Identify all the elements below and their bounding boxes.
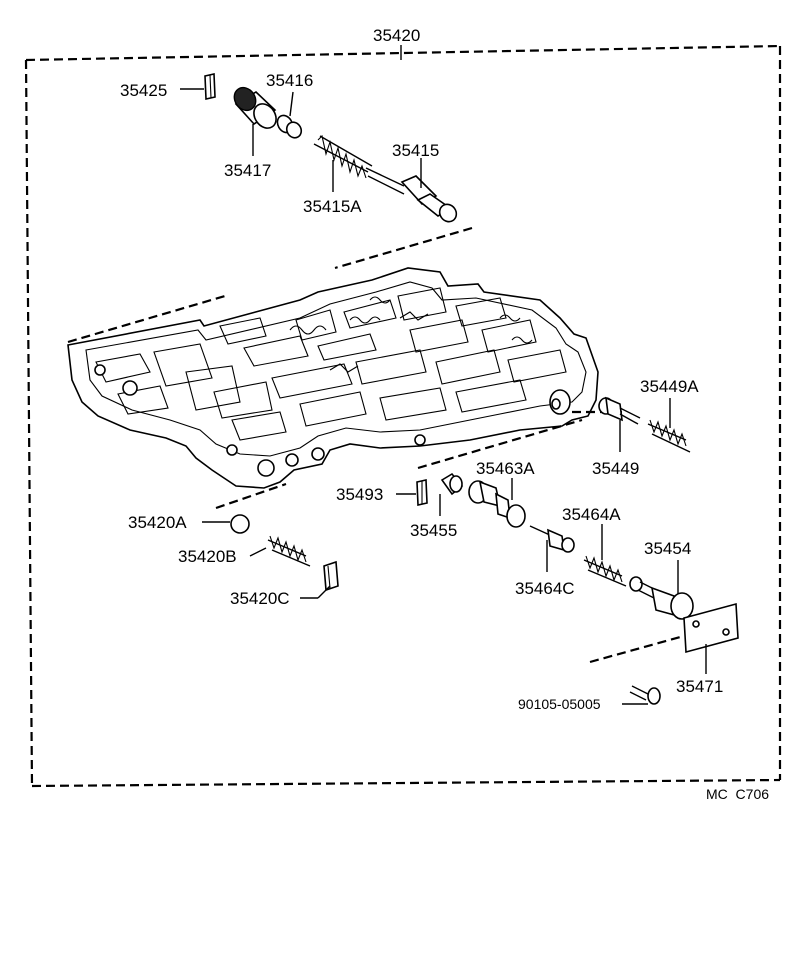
assembly-boundary-frame: [24, 44, 782, 788]
label-35425: 35425: [120, 81, 167, 100]
label-90105-05005: 90105-05005: [518, 696, 601, 712]
label-35449: 35449: [592, 459, 639, 478]
upper-bore-guide: [334, 226, 473, 270]
valve-35463A: [468, 480, 526, 528]
valve-body-casting: [67, 267, 599, 489]
plate-35471: [683, 602, 739, 654]
lower-right-bore-guide: [417, 418, 583, 470]
leader-35416: [289, 91, 294, 117]
diagram-code: MC C706: [706, 786, 769, 802]
retainer-key-35493: [416, 479, 428, 506]
leader-35420B: [249, 547, 267, 557]
spring-35415A: [313, 134, 373, 179]
label-35454: 35454: [644, 539, 691, 558]
pin-35464C: [529, 525, 575, 553]
bolt-90105-05005: [629, 685, 661, 705]
spring-35420B: [267, 535, 311, 567]
spring-35449A: [647, 419, 691, 453]
label-35463A: 35463A: [476, 459, 535, 478]
label-35417: 35417: [224, 161, 271, 180]
label-35455: 35455: [410, 521, 457, 540]
lower-left-bore-guide: [215, 482, 287, 510]
label-35420A: 35420A: [128, 513, 187, 532]
label-35493: 35493: [336, 485, 383, 504]
label-35420C: 35420C: [230, 589, 290, 608]
label-35449A: 35449A: [640, 377, 699, 396]
label-35420B: 35420B: [178, 547, 237, 566]
valve-35449: [598, 396, 641, 425]
label-35415A: 35415A: [303, 197, 362, 216]
check-ball-35420A: [230, 514, 250, 534]
label-35420: 35420: [373, 26, 420, 45]
label-35415: 35415: [392, 141, 439, 160]
retainer-35420C: [323, 560, 339, 592]
plug-35455: [440, 472, 464, 496]
plug-35416: [276, 114, 303, 139]
valve-35454: [629, 576, 694, 620]
sleeve-35417: [233, 86, 277, 129]
label-35471: 35471: [676, 677, 723, 696]
label-35464C: 35464C: [515, 579, 575, 598]
spring-35464A: [583, 555, 627, 587]
valve-35415: [365, 167, 458, 223]
label-35416: 35416: [266, 71, 313, 90]
plate-guide: [589, 634, 685, 664]
leader-35420C-d: [317, 585, 331, 599]
retainer-key-35425: [204, 73, 216, 100]
label-35464A: 35464A: [562, 505, 621, 524]
